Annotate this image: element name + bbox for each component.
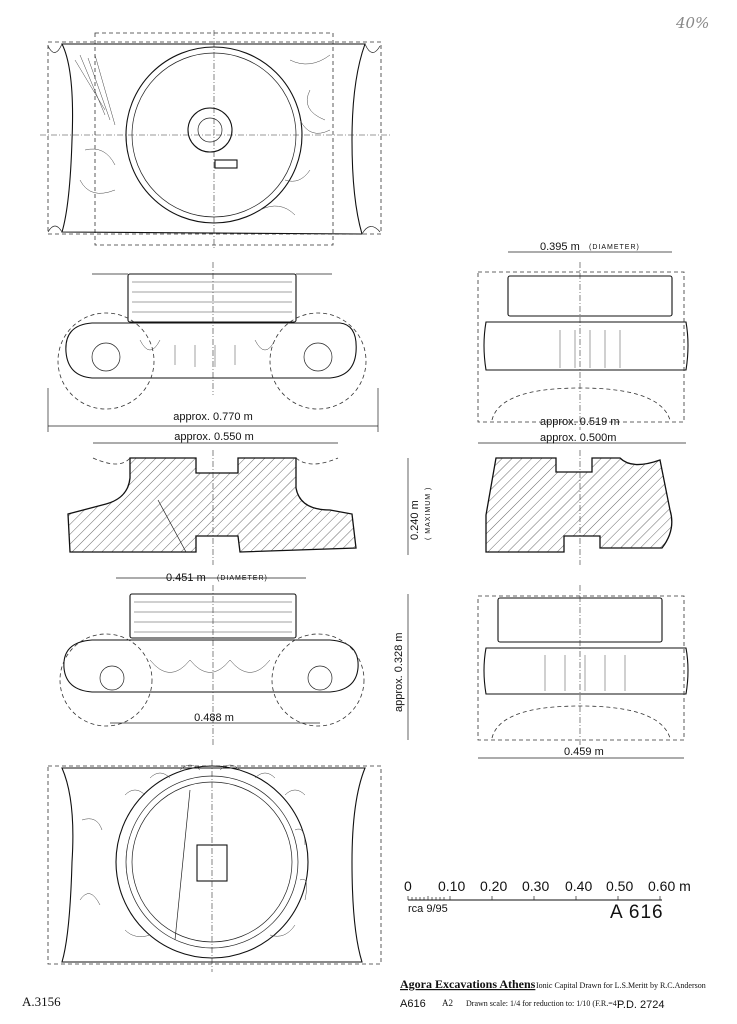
side-elevation-lower-view: [477, 585, 689, 759]
sheet-subtitle: Ionic Capital Drawn for L.S.Meritt by R.…: [536, 981, 706, 990]
dim-0240: 0.240 m: [409, 500, 421, 540]
dim-0240-group: 0.240 m ( MAXIMUM ): [407, 458, 432, 555]
title-block: A.3156 Agora Excavations Athens Ionic Ca…: [22, 977, 706, 1011]
rear-elevation-view: [59, 585, 409, 745]
scale-tick-2: 0.20: [480, 878, 507, 894]
scale-tick-4: 0.40: [565, 878, 592, 894]
scale-tick-3: 0.30: [522, 878, 549, 894]
dim-0500: approx. 0.500m: [540, 432, 616, 444]
side-elevation-view: 0.395 m (DIAMETER): [477, 241, 689, 430]
dim-0519: approx. 0.519 m: [540, 416, 620, 428]
dim-0451: 0.451 m: [166, 572, 206, 584]
dim-0550: approx. 0.550 m: [174, 431, 254, 443]
sheet-title: Agora Excavations Athens: [400, 977, 536, 991]
dim-0459: 0.459 m: [564, 746, 604, 758]
scale-tick-6: 0.60 m: [648, 878, 691, 894]
bottom-plan-view: [47, 760, 382, 972]
side-section-view: [478, 442, 686, 565]
dim-0240-note: ( MAXIMUM ): [425, 487, 432, 540]
dim-0328: approx. 0.328 m: [393, 633, 405, 713]
catalog-number: A 616: [610, 902, 664, 923]
dim-0451-note: (DIAMETER): [217, 575, 268, 582]
dim-0770: approx. 0.770 m: [173, 411, 253, 423]
scale-tick-0: 0: [404, 878, 412, 894]
scale-tick-1: 0.10: [438, 878, 465, 894]
sheet-size: A2: [442, 998, 453, 1008]
dim-0395: 0.395 m: [540, 241, 580, 253]
dim-0395-note: (DIAMETER): [589, 244, 640, 251]
inventory-number: A.3156: [22, 994, 61, 1009]
scale-initials: rca 9/95: [408, 903, 448, 915]
front-elevation-view: [47, 262, 379, 432]
corner-note: 40%: [675, 14, 709, 32]
drawn-scale: Drawn scale: 1/4 for reduction to: 1/10 …: [466, 999, 620, 1008]
top-plan-view: [40, 30, 390, 250]
dim-0488: 0.488 m: [194, 712, 234, 724]
sheet-code: A616: [400, 998, 426, 1010]
scale-tick-5: 0.50: [606, 878, 633, 894]
scale-bar: 0 0.10 0.20 0.30 0.40 0.50 0.60 m rca 9/…: [404, 878, 691, 923]
pd-number: P.D. 2724: [617, 999, 665, 1011]
front-section-view: [67, 442, 357, 579]
